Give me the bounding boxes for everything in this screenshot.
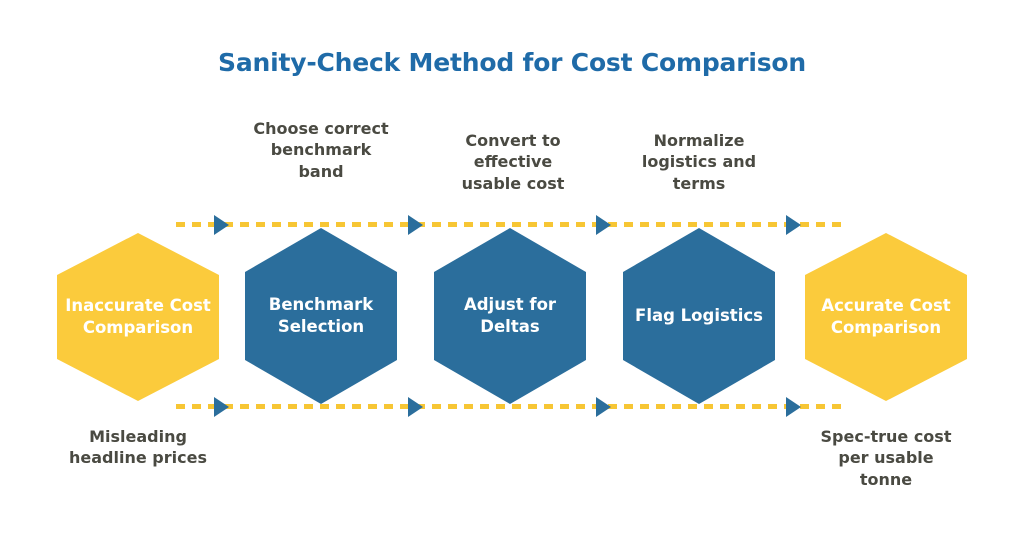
caption-choose-correct-benchmark-band: Choose correct benchmark band [251,118,391,182]
caption-text: Normalize logistics and terms [641,131,757,193]
caption-text: Misleading headline prices [69,427,207,468]
flow-arrow-bottom-1 [214,397,229,417]
node-benchmark-selection[interactable]: Benchmark Selection [245,228,397,404]
flow-line-bottom [176,404,848,409]
caption-normalize-logistics-and-terms: Normalize logistics and terms [629,130,769,194]
node-label: Flag Logistics [635,305,763,325]
caption-spec-true-cost-per-usable-tonne: Spec-true cost per usable tonne [816,426,956,490]
flow-arrow-top-3 [596,215,611,235]
flow-arrow-top-1 [214,215,229,235]
caption-text: Spec-true cost per usable tonne [820,427,952,489]
flow-arrow-bottom-3 [596,397,611,417]
node-accurate-cost-comparison[interactable]: Accurate Cost Comparison [805,233,967,401]
node-label: Inaccurate Cost Comparison [65,295,211,337]
caption-text: Choose correct benchmark band [253,119,389,181]
node-inaccurate-cost-comparison[interactable]: Inaccurate Cost Comparison [57,233,219,401]
flow-arrow-bottom-2 [408,397,423,417]
caption-misleading-headline-prices: Misleading headline prices [68,426,208,469]
node-flag-logistics[interactable]: Flag Logistics [623,228,775,404]
flow-arrow-top-2 [408,215,423,235]
flow-arrow-bottom-4 [786,397,801,417]
node-label: Accurate Cost Comparison [821,295,951,337]
flow-line-top [176,222,848,227]
node-label: Adjust for Deltas [463,294,557,336]
flow-arrow-top-4 [786,215,801,235]
caption-convert-to-effective-usable-cost: Convert to effective usable cost [443,130,583,194]
page-title: Sanity-Check Method for Cost Comparison [218,48,806,77]
node-adjust-for-deltas[interactable]: Adjust for Deltas [434,228,586,404]
node-label: Benchmark Selection [268,294,374,336]
caption-text: Convert to effective usable cost [461,131,565,193]
